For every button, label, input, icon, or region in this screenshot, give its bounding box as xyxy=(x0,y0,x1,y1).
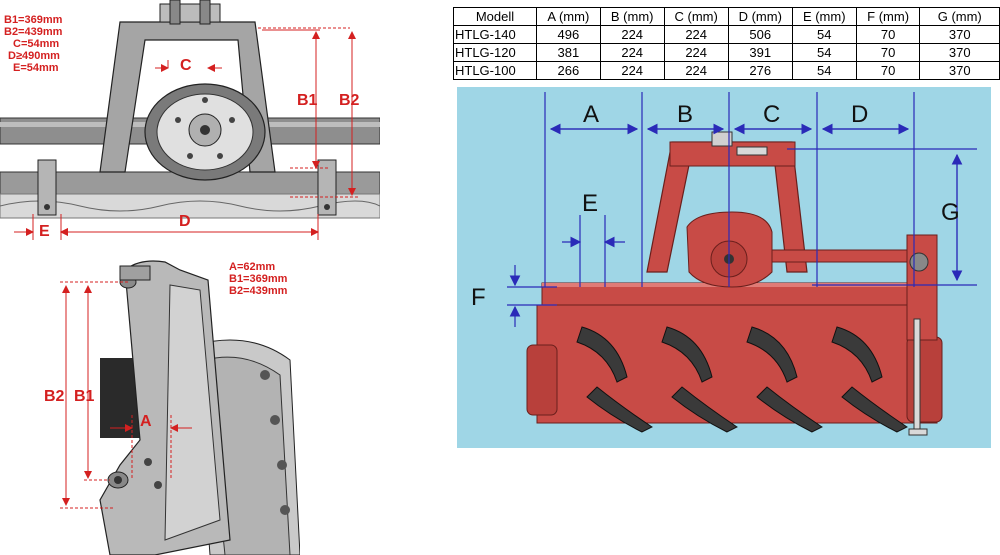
table-row: HTLG-100 266 224 224 276 54 70 370 xyxy=(453,61,1000,80)
rear-label-b1: B1 xyxy=(297,92,318,109)
rear-label-e: E xyxy=(39,223,50,240)
table-cell: 54 xyxy=(791,61,857,80)
header-cell: G (mm) xyxy=(919,7,1000,26)
front-view-panel: A B C D E F G xyxy=(457,87,991,448)
spec-b1: B1=369mm xyxy=(4,14,63,26)
spec-e: E=54mm xyxy=(13,62,59,74)
spec-table: Modell A (mm) B (mm) C (mm) D (mm) E (mm… xyxy=(453,7,1000,80)
side-label-b1: B1 xyxy=(74,388,95,405)
rear-label-c: C xyxy=(180,57,192,74)
spec-b2: B2=439mm xyxy=(4,26,63,38)
table-cell: 54 xyxy=(791,25,857,44)
front-label-c: C xyxy=(763,101,781,128)
table-cell: 370 xyxy=(919,43,1000,62)
spec-side-b2: B2=439mm xyxy=(229,285,288,297)
table-cell: 54 xyxy=(791,43,857,62)
rear-label-d: D xyxy=(179,213,191,230)
front-view-drawing xyxy=(507,92,977,436)
spec-side-b1: B1=369mm xyxy=(229,273,288,285)
front-label-a: A xyxy=(583,101,600,128)
side-label-a: A xyxy=(140,413,152,430)
table-cell: 276 xyxy=(727,61,793,80)
table-cell: 224 xyxy=(663,43,729,62)
header-cell: F (mm) xyxy=(855,7,921,26)
table-cell: 381 xyxy=(535,43,601,62)
table-cell: 224 xyxy=(599,25,665,44)
table-cell: 70 xyxy=(855,61,921,80)
front-label-f: F xyxy=(471,284,486,311)
table-cell: 391 xyxy=(727,43,793,62)
header-cell: C (mm) xyxy=(663,7,729,26)
front-label-e: E xyxy=(582,190,599,217)
table-cell: 496 xyxy=(535,25,601,44)
side-view-drawing xyxy=(60,260,300,555)
header-cell: B (mm) xyxy=(599,7,665,26)
spec-d: D≥490mm xyxy=(8,50,60,62)
side-spec-list: A=62mm B1=369mm B2=439mm xyxy=(229,261,287,297)
spec-a: A=62mm xyxy=(229,261,276,273)
spec-c: C=54mm xyxy=(13,38,60,50)
side-label-b2: B2 xyxy=(44,388,65,405)
table-cell: 224 xyxy=(599,61,665,80)
table-cell: 370 xyxy=(919,25,1000,44)
rear-label-b2: B2 xyxy=(339,92,360,109)
front-label-d: D xyxy=(851,101,869,128)
table-cell: 224 xyxy=(663,25,729,44)
model-cell: HTLG-120 xyxy=(453,43,537,62)
header-cell: E (mm) xyxy=(791,7,857,26)
table-cell: 224 xyxy=(663,61,729,80)
table-row: HTLG-140 496 224 224 506 54 70 370 xyxy=(453,25,1000,44)
table-header-row: Modell A (mm) B (mm) C (mm) D (mm) E (mm… xyxy=(453,7,1000,26)
header-cell: D (mm) xyxy=(727,7,793,26)
table-cell: 370 xyxy=(919,61,1000,80)
rear-spec-list: B1=369mm B2=439mm C=54mm D≥490mm E=54mm xyxy=(4,14,62,74)
table-cell: 70 xyxy=(855,43,921,62)
table-cell: 266 xyxy=(535,61,601,80)
front-label-g: G xyxy=(941,199,960,226)
header-cell: Modell xyxy=(453,7,537,26)
table-cell: 506 xyxy=(727,25,793,44)
header-cell: A (mm) xyxy=(535,7,601,26)
model-cell: HTLG-100 xyxy=(453,61,537,80)
model-cell: HTLG-140 xyxy=(453,25,537,44)
front-label-b: B xyxy=(677,101,694,128)
table-row: HTLG-120 381 224 224 391 54 70 370 xyxy=(453,43,1000,62)
rear-view-drawing xyxy=(0,0,380,240)
table-cell: 70 xyxy=(855,25,921,44)
table-cell: 224 xyxy=(599,43,665,62)
